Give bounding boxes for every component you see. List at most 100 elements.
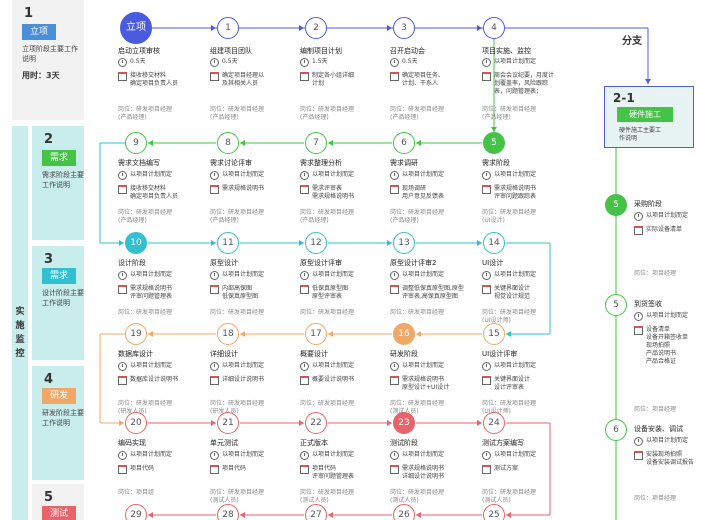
step-node-21[interactable]: 21 xyxy=(217,412,239,434)
step-role: 岗位：研发项目经理 (产品经理) xyxy=(300,106,355,121)
branch-link-b-arrow xyxy=(645,79,651,84)
step-document: 概要设计说明书 xyxy=(300,376,354,385)
step-node-14[interactable]: 14 xyxy=(483,232,505,254)
step-duration: 以项目计划而定 xyxy=(482,362,536,371)
branch-step-document: 安装现场拍照 设备安装调试报告 xyxy=(634,451,694,467)
step-document: 需求规格说明书 评审问题管理表 xyxy=(118,285,172,301)
step-duration: 以项目计划而定 xyxy=(118,362,172,371)
step-role: 岗位：研发项目经理 xyxy=(118,309,173,316)
step-node-6[interactable]: 6 xyxy=(605,419,627,441)
step-node-8[interactable]: 8 xyxy=(217,132,239,154)
step-node-16[interactable]: 16 xyxy=(393,323,415,345)
step-document: 项目代码 xyxy=(118,465,154,474)
step-duration: 以项目计划而定 xyxy=(300,171,354,180)
step-title: 原型设计评审2 xyxy=(390,259,437,267)
row3-link-2-arrow xyxy=(387,240,392,246)
clock-icon xyxy=(300,271,309,280)
document-icon xyxy=(390,72,399,81)
step-document: 关键界面设计 设计评审表 xyxy=(482,376,530,392)
step-node-29[interactable]: 29 xyxy=(125,504,147,520)
step-node-7[interactable]: 7 xyxy=(305,132,327,154)
step-node-13[interactable]: 13 xyxy=(393,232,415,254)
step-node-5[interactable]: 5 xyxy=(483,132,505,154)
step-role: 岗位：研发项目经理 (研发人员) xyxy=(210,400,265,415)
step-node-20[interactable]: 20 xyxy=(125,412,147,434)
step-duration: 以项目计划而定 xyxy=(390,451,444,460)
clock-icon xyxy=(634,437,643,446)
step-node-26[interactable]: 26 xyxy=(393,504,415,520)
step-node-22[interactable]: 22 xyxy=(305,412,327,434)
step-node-10[interactable]: 10 xyxy=(125,232,147,254)
document-icon xyxy=(118,185,127,194)
clock-icon xyxy=(210,171,219,180)
step-node-24[interactable]: 24 xyxy=(483,412,505,434)
row6-link-3-arrow xyxy=(328,512,333,518)
step-node-27[interactable]: 27 xyxy=(305,504,327,520)
step-title: 需求整理分析 xyxy=(300,159,342,167)
step-role: 岗位：研发项目经理 (产品经理) xyxy=(118,209,173,224)
step-node-11[interactable]: 11 xyxy=(217,232,239,254)
step-node-6[interactable]: 6 xyxy=(393,132,415,154)
clock-icon xyxy=(210,58,219,67)
clock-icon xyxy=(390,271,399,280)
step-title: UI设计 xyxy=(482,259,504,267)
row4-link-4-arrow xyxy=(416,331,421,337)
branch-tag: 硬件施工 xyxy=(617,107,673,122)
step-title: 需求阶段 xyxy=(482,159,510,167)
step-document: 项目代码 评审问题管理表 xyxy=(300,465,354,481)
stage-4-panel: 4 研发 研发阶段主要工作说明 xyxy=(32,366,84,480)
step-node-19[interactable]: 19 xyxy=(125,323,147,345)
step-node-5[interactable]: 5 xyxy=(605,194,627,216)
step-node-28[interactable]: 28 xyxy=(217,504,239,520)
document-icon xyxy=(210,285,219,294)
step-node-4[interactable]: 4 xyxy=(483,17,505,39)
step-duration: 以项目计划而定 xyxy=(390,171,444,180)
row2-link-4-arrow xyxy=(416,140,421,146)
branch-step-document-text: 设备清单 设备开箱签收单 现场拍照 产品说明书 产品合格证 xyxy=(646,326,689,365)
clock-icon xyxy=(210,362,219,371)
step-node-25[interactable]: 25 xyxy=(483,504,505,520)
step-document: 周会会议纪要，月度计 划覆盖率，风险跟踪 表，问题管理表； xyxy=(482,72,554,96)
step-node-立项[interactable]: 立项 xyxy=(120,12,152,44)
step-duration: 以项目计划而定 xyxy=(118,271,172,280)
document-icon xyxy=(390,185,399,194)
step-node-9[interactable]: 9 xyxy=(125,132,147,154)
step-document-text: 关键界面设计 视觉设计规范 xyxy=(494,285,531,300)
step-node-12[interactable]: 12 xyxy=(305,232,327,254)
step-document-text: 需求评审表 需求规格说明书 xyxy=(312,185,355,200)
row2-link-2-arrow xyxy=(240,140,245,146)
step-node-17[interactable]: 17 xyxy=(305,323,327,345)
step-node-18[interactable]: 18 xyxy=(217,323,239,345)
step-duration-text: 以项目计划而定 xyxy=(130,271,173,278)
step-document-text: 需求规格说明书 详细设计说明书 xyxy=(402,465,445,480)
step-node-1[interactable]: 1 xyxy=(217,17,239,39)
step-node-5[interactable]: 5 xyxy=(605,294,627,316)
document-icon xyxy=(300,185,309,194)
turn-2-3c-arrow xyxy=(119,240,124,246)
step-document: 需求规格说明书 评审问题跟踪表 xyxy=(482,185,536,201)
step-duration: 以项目计划而定 xyxy=(390,362,444,371)
step-role: 岗位：研发项目经理 xyxy=(300,400,355,407)
step-duration-text: 以项目计划而定 xyxy=(402,362,445,369)
step-document: 接收移交材料 确定项目负责人员 xyxy=(118,72,178,88)
clock-icon xyxy=(300,362,309,371)
branch-step-duration-text: 以项目计划而定 xyxy=(646,212,689,219)
step-duration-text: 以项目计划而定 xyxy=(312,271,355,278)
step-duration-text: 以项目计划而定 xyxy=(312,451,355,458)
document-icon xyxy=(210,465,219,474)
branch-step-document: 设备清单 设备开箱签收单 现场拍照 产品说明书 产品合格证 xyxy=(634,326,688,366)
step-node-3[interactable]: 3 xyxy=(393,17,415,39)
turn-3-4c-arrow xyxy=(506,331,511,337)
step-duration-text: 以项目计划而定 xyxy=(494,171,537,178)
step-role: 岗位：研发项目经理 (产品经理) xyxy=(210,209,265,224)
clock-icon xyxy=(118,271,127,280)
branch-box[interactable]: 2-1 硬件施工 硬件施工主要工 作说明 xyxy=(604,86,694,148)
step-title: 组建项目团队 xyxy=(210,47,252,55)
step-node-2[interactable]: 2 xyxy=(305,17,327,39)
step-node-15[interactable]: 15 xyxy=(483,323,505,345)
step-node-23[interactable]: 23 xyxy=(393,412,415,434)
step-document-text: 需求规格说明书 原型设计+UI设计 xyxy=(402,376,450,391)
step-duration: 以项目计划而定 xyxy=(210,271,264,280)
step-document: 现场调研 用户意见反馈表 xyxy=(390,185,444,201)
stage-description: 需求阶段主要工作说明 xyxy=(42,171,84,189)
